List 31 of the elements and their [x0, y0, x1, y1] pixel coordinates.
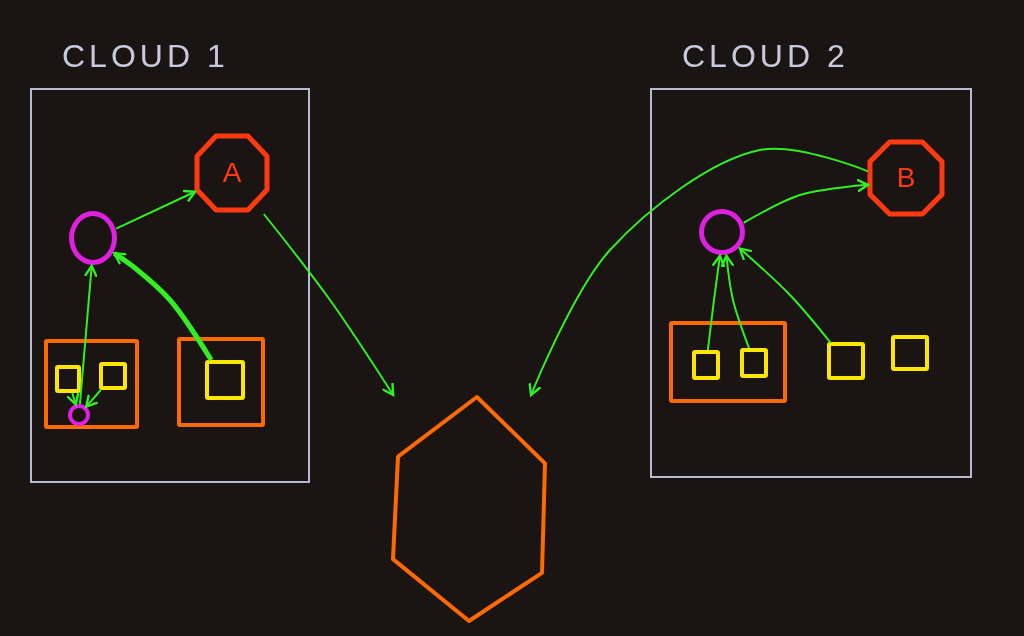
square-node: [827, 342, 865, 380]
arrow: [66, 392, 80, 406]
node-letter: B: [896, 162, 916, 194]
cloud-heading: CLOUD 2: [682, 38, 849, 75]
arrow: [720, 254, 750, 349]
square-node: [891, 335, 929, 371]
arrow: [742, 179, 870, 224]
square-node: [740, 348, 768, 378]
node-letter: A: [222, 157, 242, 189]
octagon-node: [194, 133, 270, 213]
circle-node: [69, 211, 117, 265]
square-node: [205, 360, 245, 400]
hexagon-node: [390, 395, 548, 623]
arrow: [528, 147, 869, 397]
circle-node: [699, 209, 745, 255]
arrow: [738, 247, 832, 344]
arrow: [112, 251, 214, 362]
square-node: [55, 365, 81, 393]
cloud-heading: CLOUD 1: [62, 38, 229, 75]
arrow: [706, 254, 726, 351]
group-box: [669, 321, 787, 403]
square-node: [692, 350, 720, 380]
group-box: [177, 337, 265, 427]
arrow: [115, 189, 197, 230]
arrow: [78, 264, 98, 406]
circle-node: [68, 404, 90, 426]
square-node: [99, 362, 127, 390]
group-box: [44, 339, 139, 429]
arrow: [262, 213, 395, 397]
octagon-node: [867, 139, 945, 217]
arrow: [85, 389, 102, 408]
